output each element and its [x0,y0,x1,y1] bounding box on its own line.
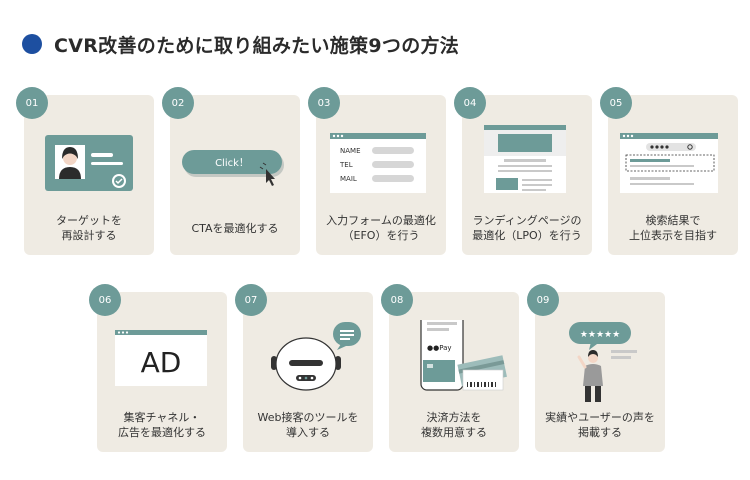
page-title: CVR改善のために取り組みたい施策9つの方法 [54,34,460,57]
card-number-badge: 03 [308,87,340,119]
card-08-payment: 08 ●●Pay 決済方法を複数用意する [381,284,519,452]
cta-button-label: Click！ [215,158,249,169]
card-number-badge: 07 [235,284,267,316]
card-number-badge: 01 [16,87,48,119]
card-number-badge: 09 [527,284,559,316]
profile-card-icon [45,135,133,191]
card-number-badge: 02 [162,87,194,119]
card-number-badge: 08 [381,284,413,316]
card-05-seo: 05 検索結果で上位表示を目指す [600,87,738,255]
form-field-label: TEL [339,161,353,169]
click-button-icon: Click！ [182,150,284,186]
card-06-ad: 06 AD 集客チャネル・広告を最適化する [89,284,227,452]
card-09-testimonials: 09 ★★★★★ 実績やユーザーの声を掲載する [527,284,665,452]
svg-text:★★★★★: ★★★★★ [580,330,620,340]
card-03-efo: 03 NAME TEL MAIL 入力フォームの最適化（EFO）を行う [308,87,446,255]
card-07-chatbot: 07 Web接客のツールを導入する [235,284,373,452]
card-label: 実績やユーザーの声を掲載する [545,411,655,439]
input-form-icon: NAME TEL MAIL [330,133,426,193]
form-field-label: NAME [340,147,361,155]
landing-page-icon [484,125,566,193]
pay-text: ●●Pay [427,344,452,352]
card-number-badge: 05 [600,87,632,119]
title-bullet-icon [22,34,42,54]
chatbot-icon [271,322,361,391]
card-02-cta: 02 Click！ CTAを最適化する [162,87,300,255]
ad-text: AD [141,346,182,379]
payment-icon: ●●Pay [420,320,507,391]
card-number-badge: 04 [454,87,486,119]
page-title-row: CVR改善のために取り組みたい施策9つの方法 [22,30,459,58]
card-label: Web接客のツールを導入する [257,411,359,439]
card-label: ターゲットを再設計する [56,214,122,242]
card-01-retarget: 01 ターゲットを再設計する [16,87,154,255]
customer-review-icon: ★★★★★ [569,322,637,402]
card-label: ランディングページの最適化（LPO）を行う [472,214,582,242]
ad-banner-icon: AD [115,330,207,386]
card-number-badge: 06 [89,284,121,316]
card-04-lpo: 04 ランディングページの最適化（LPO）を行う [454,87,592,255]
card-label: 入力フォームの最適化（EFO）を行う [326,214,436,242]
card-label: 集客チャネル・広告を最適化する [118,411,206,439]
card-label: 決済方法を複数用意する [421,411,487,439]
card-label: 検索結果で上位表示を目指す [629,214,717,242]
card-label: CTAを最適化する [191,222,279,235]
search-results-icon [620,133,718,193]
form-field-label: MAIL [340,175,357,183]
